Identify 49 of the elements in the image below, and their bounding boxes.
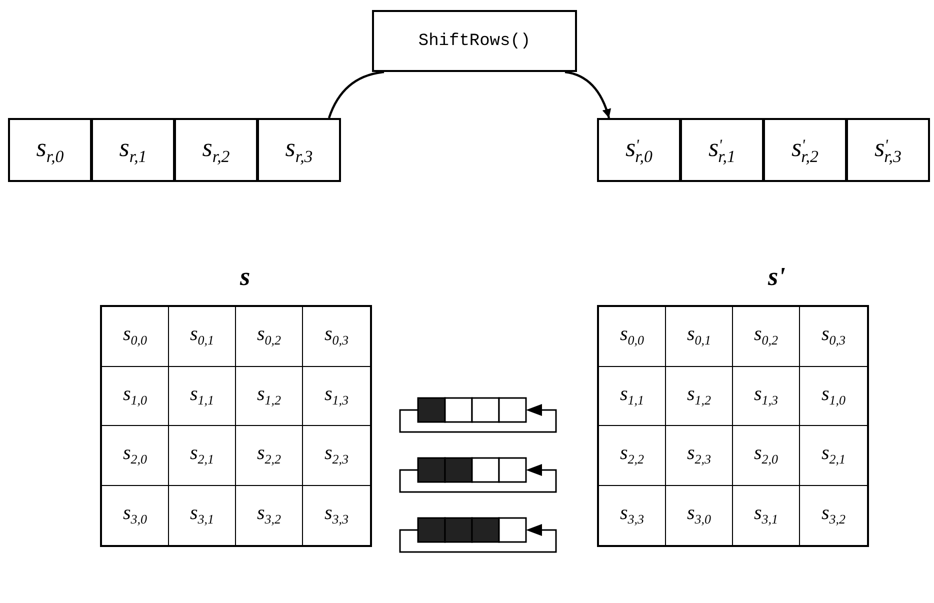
matrix-entry: s$_{0,2}$ — [754, 323, 778, 350]
function-box — [372, 10, 577, 72]
state-heading: s — [240, 262, 250, 292]
matrix-entry: s$_{2,3}$ — [686, 442, 712, 468]
matrix-entry: s$_{0,1}$ — [686, 323, 712, 350]
byte-cell — [91, 118, 175, 182]
matrix-entry: s$_{3,0}$ — [686, 502, 712, 528]
matrix-entry: s$_{0,3}$ — [324, 323, 349, 350]
byte-symbol: s$_{r,3}$ — [285, 133, 313, 167]
matrix-entry: s$_{2,1}$ — [190, 442, 214, 468]
matrix-entry: s$_{0,1}$ — [190, 323, 214, 350]
matrix-entry: s$_{3,1}$ — [190, 502, 214, 528]
matrix-entry: s$_{2,1}$ — [821, 442, 846, 468]
byte-cell — [680, 118, 764, 182]
matrix-entry: s$_{3,0}$ — [122, 502, 148, 528]
arrow — [564, 70, 611, 118]
matrix-entry: s$_{1,0}$ — [122, 382, 148, 409]
matrix-entry: s$_{3,1}$ — [754, 502, 778, 528]
matrix-entry: s$_{3,2}$ — [821, 502, 846, 528]
matrix-entry: s$_{3,3}$ — [324, 502, 349, 528]
byte-symbol: s$_{r,0}$ — [36, 133, 64, 167]
matrix-entry: s$_{0,2}$ — [256, 323, 282, 350]
matrix-entry: s$_{0,0}$ — [122, 323, 148, 350]
matrix-entry: s$_{0,0}$ — [620, 323, 644, 350]
matrix-entry: s$_{2,2}$ — [620, 442, 644, 468]
byte-cell — [174, 118, 258, 182]
matrix-entry: s$_{2,0}$ — [754, 442, 778, 468]
byte-cell — [763, 118, 847, 182]
matrix-entry: s$_{3,2}$ — [256, 502, 282, 528]
matrix-entry: s$_{1,3}$ — [754, 382, 778, 409]
matrix-entry: s$_{0,3}$ — [821, 323, 846, 350]
matrix-entry: s$_{3,3}$ — [620, 502, 644, 528]
byte-cell — [257, 118, 341, 182]
byte-cell — [8, 118, 92, 182]
byte-cell — [846, 118, 930, 182]
matrix-entry: s$_{2,0}$ — [122, 442, 148, 468]
state-heading: s' — [768, 262, 786, 292]
matrix-entry: s$_{1,2}$ — [256, 382, 282, 409]
matrix-entry: s$_{2,2}$ — [256, 442, 282, 468]
byte-symbol: s$_{r,1}$ — [119, 133, 147, 167]
byte-symbol: s$_{r,2}$ — [202, 133, 230, 167]
matrix-entry: s$_{1,2}$ — [686, 382, 712, 409]
matrix-entry: s$_{1,1}$ — [190, 382, 214, 409]
matrix-entry: s$_{1,0}$ — [821, 382, 846, 409]
matrix-entry: s$_{2,3}$ — [324, 442, 349, 468]
function-name: ShiftRows() — [418, 32, 531, 50]
byte-cell — [597, 118, 681, 182]
matrix-entry: s$_{1,3}$ — [324, 382, 349, 409]
matrix-entry: s$_{1,1}$ — [620, 382, 644, 409]
